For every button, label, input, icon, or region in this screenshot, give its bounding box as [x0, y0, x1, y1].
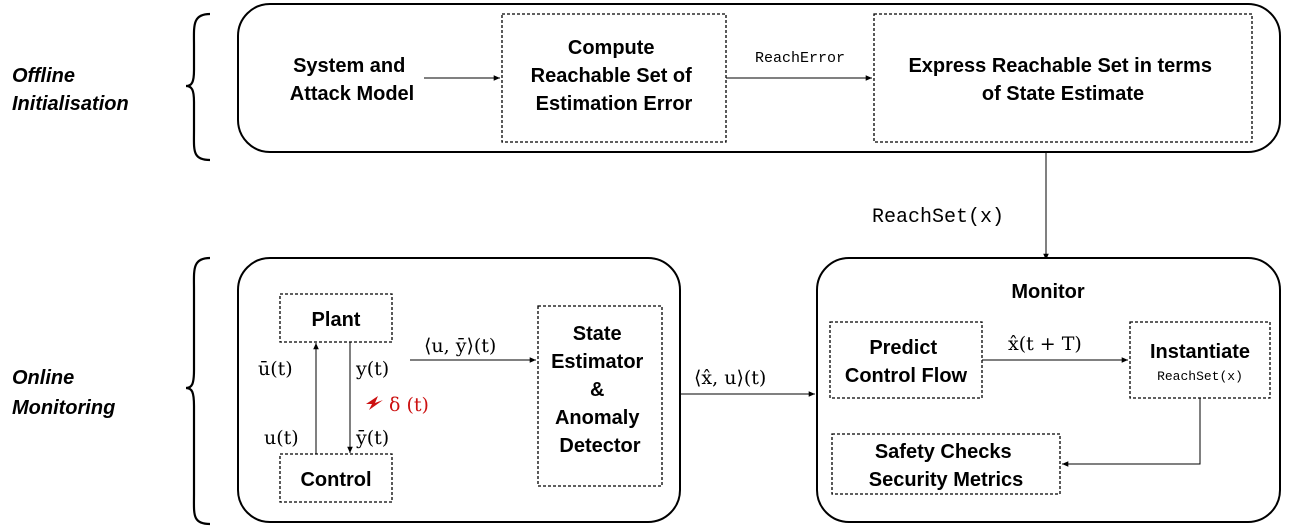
instantiate-sub-text: ReachSet(x) [1157, 369, 1243, 384]
predict-text: Predict Control Flow [845, 337, 968, 387]
y-bar-label: ȳ(t) [355, 427, 389, 449]
plant-text: Plant [312, 309, 361, 331]
instantiate-box [1129, 321, 1271, 399]
compute-reach-box [501, 13, 727, 143]
estimator-box [537, 305, 663, 487]
offline-label: Offline Initialisation [12, 65, 129, 115]
safety-text: Safety Checks Security Metrics [869, 441, 1024, 491]
instantiate-to-safety-arrow [1062, 398, 1201, 467]
lightning-icon [366, 396, 383, 410]
reachset-label: ReachSet(x) [872, 206, 1004, 229]
control-box [279, 453, 393, 503]
predict-box [829, 321, 983, 399]
express-reach-box [873, 13, 1253, 143]
system-model-text: System and Attack Model [290, 55, 414, 105]
prediction-signal-label: x̂(t + T) [1008, 333, 1082, 355]
safety-box [831, 433, 1061, 495]
estimator-text: State Estimator & Anomaly Detector [551, 323, 649, 457]
xu-signal-label: ⟨x̂, u⟩(t) [694, 367, 766, 389]
u-bar-label: ū(t) [258, 358, 293, 380]
offline-brace [185, 12, 211, 162]
monitor-title: Monitor [1011, 281, 1085, 303]
online-label: Online Monitoring [12, 367, 115, 419]
online-brace [185, 256, 211, 526]
y-label: y(t) [355, 358, 389, 380]
uy-signal-label: ⟨u, ȳ⟩(t) [424, 335, 496, 357]
control-text: Control [300, 469, 371, 491]
reach-error-label: ReachError [755, 50, 845, 67]
compute-reach-text: Compute Reachable Set of Estimation Erro… [531, 37, 698, 115]
attack-label: δ (t) [389, 394, 429, 416]
u-label: u(t) [264, 427, 299, 449]
instantiate-text: Instantiate [1150, 341, 1250, 363]
plant-box [279, 293, 393, 343]
express-reach-text: Express Reachable Set in terms of State … [908, 55, 1217, 105]
